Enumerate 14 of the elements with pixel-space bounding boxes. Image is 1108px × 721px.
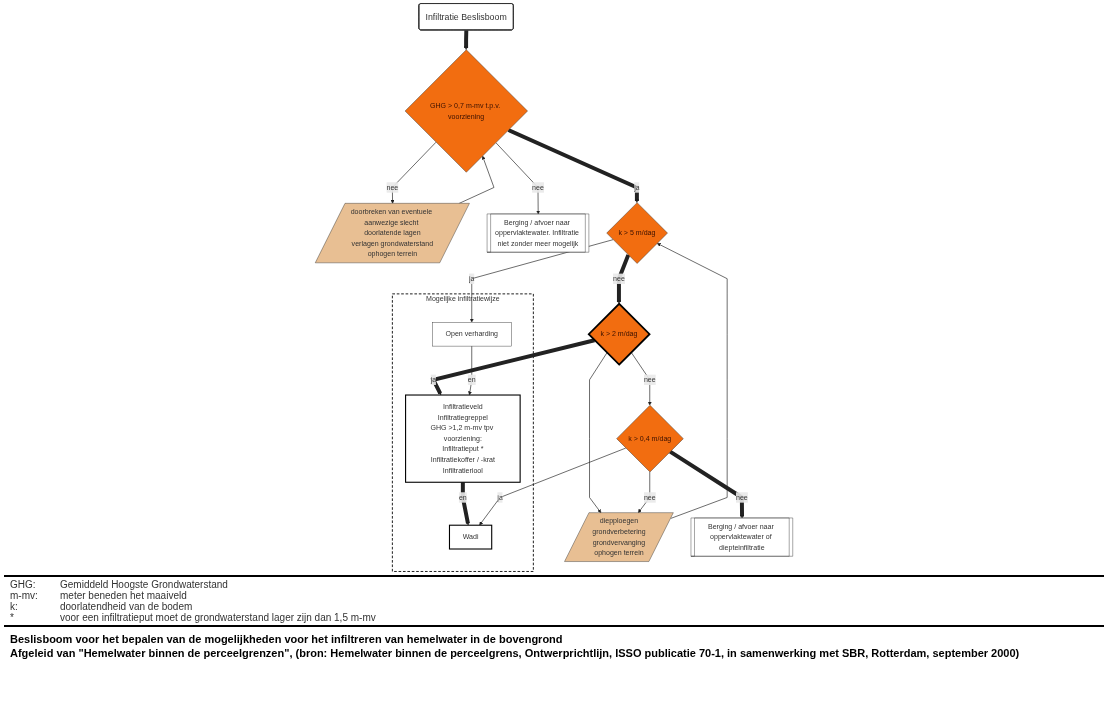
- definition: voor een infiltratieput moet de grondwaterstand lager zijn dan 1,5 m-mv: [60, 612, 377, 623]
- abbreviation: k:: [10, 601, 19, 612]
- definition: doorlatendheid van de bodem: [60, 601, 194, 612]
- arrow: [460, 482, 470, 526]
- arrow: [507, 128, 639, 203]
- abbreviation: *: [10, 612, 15, 623]
- arrow: [669, 449, 745, 519]
- abbreviation: m-mv:: [10, 590, 39, 601]
- definition: Gemiddeld Hoogste Grondwaterstand: [60, 579, 229, 590]
- arrow: [616, 254, 631, 304]
- definition: meter beneden het maaiveld: [60, 590, 188, 601]
- abbreviation: GHG:: [10, 579, 37, 590]
- caption: Beslisboom voor het bepalen van de mogelijkheden voor het infiltreren van hemelwater in de bovengrond: [10, 633, 564, 645]
- source-note: Afgeleid van "Hemelwater binnen de perceelgrenzen", (bron: Hemelwater binnen de perceelgrens, Ontwerprichtlijn, ISSO publicatie 70-1, in samenwerking met SBR, Rotterdam, september 2000): [10, 647, 1021, 659]
